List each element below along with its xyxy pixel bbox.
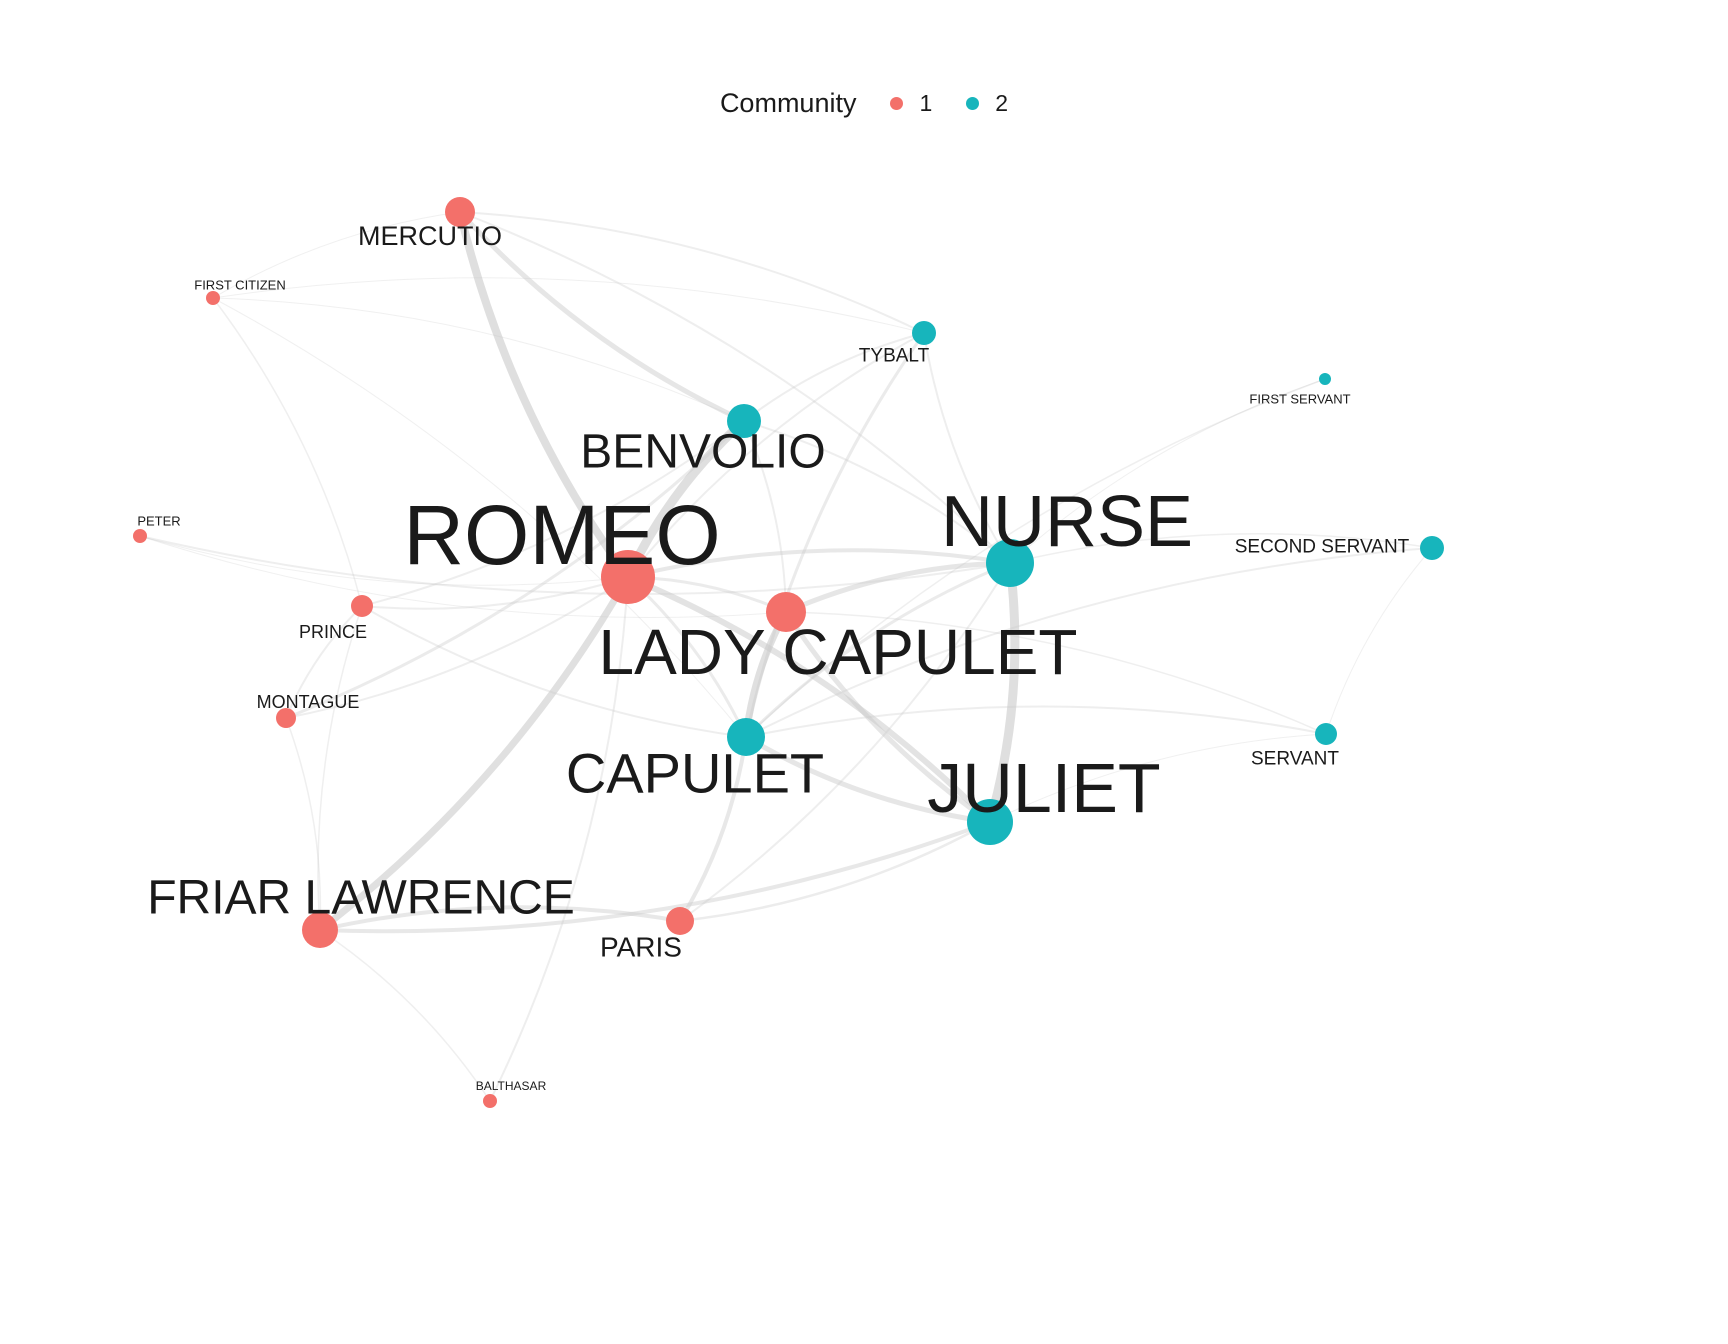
node-label-mercutio: MERCUTIO [358,221,502,251]
node-label-tybalt: TYBALT [859,346,930,367]
node-benvolio [727,404,761,438]
edge-romeo-friar-lawrence [316,573,632,934]
edge-capulet-nurse [744,561,1012,739]
edge-nurse-juliet [985,558,1020,827]
edge-first-citizen-benvolio [212,297,745,422]
node-label-peter: PETER [137,514,180,529]
node-nurse [986,539,1034,587]
legend: Community 1 2 [0,88,1728,119]
node-label-nurse: NURSE [941,482,1193,562]
edge-friar-lawrence-prince [317,605,363,931]
edge-juliet-friar-lawrence [318,820,992,934]
node-juliet [967,799,1013,845]
edge-romeo-juliet [625,574,993,825]
edge-mercutio-nurse [459,211,1011,564]
edge-nurse-paris [679,562,1011,922]
edge-montague-friar-lawrence [285,717,322,931]
legend-item-community-2: 2 [966,90,1008,117]
edge-nurse-second-servant [1009,533,1433,564]
edge-benvolio-nurse [743,420,1011,564]
node-paris [666,907,694,935]
node-label-first-citizen: FIRST CITIZEN [194,278,285,293]
edge-benvolio-prince [361,420,745,607]
node-label-balthasar: BALTHASAR [476,1079,547,1093]
edge-juliet-servant [989,733,1327,823]
edge-romeo-peter [139,535,629,586]
edge-benvolio-lady-capulet [743,420,787,613]
edge-montague-prince [285,605,363,719]
edge-first-citizen-mercutio [212,211,461,299]
edge-capulet-servant [745,705,1327,738]
edge-benvolio-montague [284,419,746,720]
legend-item-label-2: 2 [995,90,1009,116]
node-label-montague: MONTAGUE [257,692,360,712]
node-label-servant: SERVANT [1251,749,1339,770]
edge-first-citizen-prince [212,297,363,607]
node-balthasar [483,1094,497,1108]
edge-friar-lawrence-balthasar [319,929,491,1102]
node-tybalt [912,321,936,345]
edge-juliet-capulet [743,734,993,825]
edge-benvolio-mercutio [457,209,747,424]
edge-lady-capulet-peter [139,535,787,618]
edge-romeo-balthasar [489,576,629,1102]
edge-capulet-prince [361,605,747,738]
community-2-dot-icon [966,97,980,110]
edge-benvolio-tybalt [743,332,925,422]
node-label-benvolio: BENVOLIO [580,426,825,479]
edge-romeo-mercutio [456,208,632,581]
node-label-lady-capulet: LADY CAPULET [599,616,1078,688]
node-capulet [727,718,765,756]
node-lady-capulet [766,592,806,632]
node-montague [276,708,296,728]
edge-lady-capulet-servant [785,611,1327,735]
node-peter [133,529,147,543]
edge-romeo-montague [285,576,629,719]
edge-romeo-prince [361,576,629,610]
edge-nurse-peter [139,535,1011,596]
edge-capulet-first-servant [745,378,1326,738]
node-label-paris: PARIS [600,932,682,963]
node-first-servant [1319,373,1331,385]
edge-servant-second-servant [1325,547,1433,735]
edge-nurse-tybalt [923,332,1011,564]
edge-juliet-lady-capulet [783,609,993,825]
node-romeo [601,550,655,604]
node-label-juliet: JULIET [927,749,1160,827]
node-label-second-servant: SECOND SERVANT [1235,537,1410,558]
edge-capulet-paris [678,735,748,923]
node-servant [1315,723,1337,745]
edge-lady-capulet-nurse [783,560,1013,615]
node-label-friar-lawrence: FRIAR LAWRENCE [147,872,575,925]
node-friar-lawrence [302,912,338,948]
edge-juliet-paris [678,820,992,923]
node-mercutio [445,197,475,227]
edge-friar-lawrence-paris [318,905,682,932]
legend-item-community-1: 1 [890,90,932,117]
node-second-servant [1420,536,1444,560]
node-prince [351,595,373,617]
edge-romeo-nurse [626,548,1012,579]
edge-romeo-tybalt [627,332,925,578]
node-label-capulet: CAPULET [566,742,824,805]
edge-capulet-second-servant [745,547,1433,738]
edge-first-citizen-capulet [212,297,747,738]
edge-mercutio-tybalt [459,211,925,334]
edge-capulet-tybalt [744,331,926,739]
node-first-citizen [206,291,220,305]
edge-nurse-first-servant [1009,378,1326,564]
legend-item-label-1: 1 [919,90,933,116]
node-label-prince: PRINCE [299,622,367,642]
community-1-dot-icon [890,97,904,110]
legend-title: Community [719,88,857,118]
node-label-romeo: ROMEO [403,488,720,582]
edge-first-citizen-tybalt [212,277,925,334]
node-label-first-servant: FIRST SERVANT [1249,392,1350,407]
